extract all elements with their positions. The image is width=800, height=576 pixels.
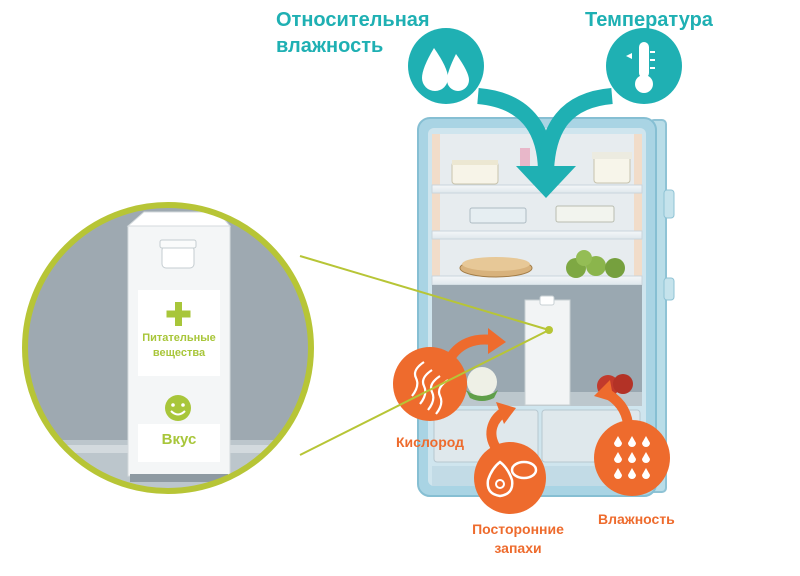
taste-label: Вкус: [161, 431, 197, 448]
rain-drops-icon: [594, 420, 670, 496]
oxygen-label: Кислород: [396, 434, 465, 450]
zoom-line-bottom: [299, 329, 550, 456]
combined-arrow-head: [516, 166, 576, 198]
foreign-odors-label: Посторонние запахи: [472, 521, 564, 556]
thermometer-icon: [606, 28, 682, 104]
red-apple: [613, 374, 633, 394]
taste-panel: [138, 424, 220, 462]
apple: [605, 258, 625, 278]
food-container: [593, 155, 631, 184]
smiley-icon: [165, 395, 191, 421]
plus-icon: [166, 302, 191, 326]
milk-carton-small: [524, 299, 571, 406]
shelf-3: [431, 275, 643, 286]
food-container: [451, 161, 499, 185]
onion-icon: [474, 442, 546, 514]
temperature-arrow: [538, 88, 613, 171]
food-container: [520, 148, 530, 166]
water-drops-icon: [408, 28, 484, 104]
airflow-icon: [393, 347, 467, 421]
zoom-line-top: [299, 255, 550, 331]
nutrients-label: Питательные вещества: [142, 332, 216, 359]
food-container: [555, 205, 615, 223]
food-container: [469, 207, 527, 224]
zoom-point: [545, 326, 553, 334]
apple: [576, 250, 592, 266]
shelf-2: [431, 230, 643, 240]
temperature-label: Температура: [585, 9, 713, 31]
cauliflower: [467, 367, 497, 397]
moisture-label: Влажность: [598, 511, 675, 527]
relative-humidity-label: Относительная влажность: [276, 9, 430, 57]
zoom-circle: [22, 202, 314, 494]
